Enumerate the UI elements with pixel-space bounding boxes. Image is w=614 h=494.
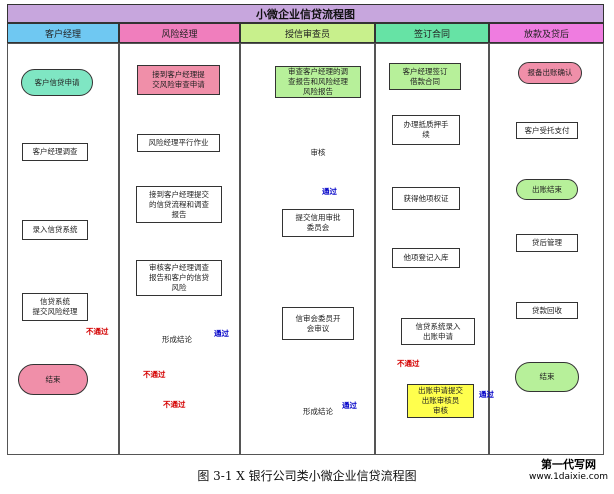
watermark-line1: 第一代写网 — [540, 458, 596, 471]
edge-label-fail-1: 不通过 — [86, 327, 109, 336]
node-apply: 客户信贷申请 — [21, 69, 93, 96]
edge-label-pass-1: 通过 — [214, 329, 229, 338]
node-pay: 客户受托支付 — [516, 122, 578, 139]
node-enter-system: 录入信贷系统 — [22, 220, 88, 240]
risk-conclusion-label: 形成结论 — [162, 334, 192, 344]
edge-label-fail-3: 不通过 — [163, 400, 186, 409]
node-receive-report: 接到客户经理提交 的信贷流程和调查 报告 — [136, 186, 222, 223]
watermark: 第一代写网 www.1daixie.com — [529, 458, 608, 484]
credit-conclusion-label: 形成结论 — [303, 406, 333, 416]
node-collateral: 办理抵质押手 续 — [392, 115, 460, 145]
node-submit-committee: 提交信用审批 委员会 — [282, 209, 354, 237]
node-review-work: 风险经理平行作业 — [137, 134, 220, 152]
node-committee-review: 信审会委员开 会审议 — [282, 307, 354, 340]
lane-header-contract: 签订合同 — [375, 23, 489, 43]
node-receive-confirm: 报备出账确认 — [518, 62, 582, 84]
lane-risk-manager — [119, 43, 240, 455]
diagram-title: 小微企业信贷流程图 — [7, 4, 604, 23]
figure-caption: 图 3-1 X 银行公司类小微企业信贷流程图 — [197, 469, 417, 483]
node-submit-risk: 信贷系统 提交风险经理 — [22, 293, 88, 321]
node-register: 他项登记入库 — [392, 248, 460, 268]
edge-label-fail-4: 不通过 — [397, 359, 420, 368]
edge-label-pass-4: 通过 — [479, 390, 494, 399]
node-loan-submit: 出账申请提交 出账审核员 审核 — [407, 384, 474, 418]
node-collect: 贷款回收 — [516, 302, 578, 319]
watermark-line2: www.1daixie.com — [528, 472, 608, 482]
node-loan-entry: 信贷系统录入 出账申请 — [401, 318, 475, 345]
node-assess: 审核客户经理调查 报告和客户的信贷 风险 — [136, 260, 222, 296]
edge-label-fail-2: 不通过 — [143, 370, 166, 379]
node-end-right: 结束 — [515, 362, 579, 392]
node-credit-review: 审查客户经理的调 查报告和风险经理 风险报告 — [275, 66, 361, 98]
node-end-left: 结束 — [18, 364, 88, 395]
lane-header-customer-manager: 客户经理 — [7, 23, 119, 43]
lane-header-disbursement: 放款及贷后 — [489, 23, 604, 43]
lane-header-risk-manager: 风险经理 — [119, 23, 240, 43]
node-post-loan: 贷后管理 — [516, 234, 578, 252]
edge-label-pass-2: 通过 — [322, 187, 337, 196]
node-receive-apply: 接到客户经理提 交风险审查申请 — [137, 65, 220, 95]
lane-credit-reviewer — [240, 43, 375, 455]
lane-header-credit-reviewer: 授信审查员 — [240, 23, 375, 43]
edge-label-pass-3: 通过 — [342, 401, 357, 410]
approve-label: 审核 — [310, 148, 326, 157]
node-sign-contract: 客户经理签订 借款合同 — [389, 63, 461, 90]
node-disburse-end: 出账结束 — [516, 179, 578, 200]
node-notarize: 获得他项权证 — [392, 187, 460, 210]
node-investigate: 客户经理调查 — [22, 143, 88, 161]
